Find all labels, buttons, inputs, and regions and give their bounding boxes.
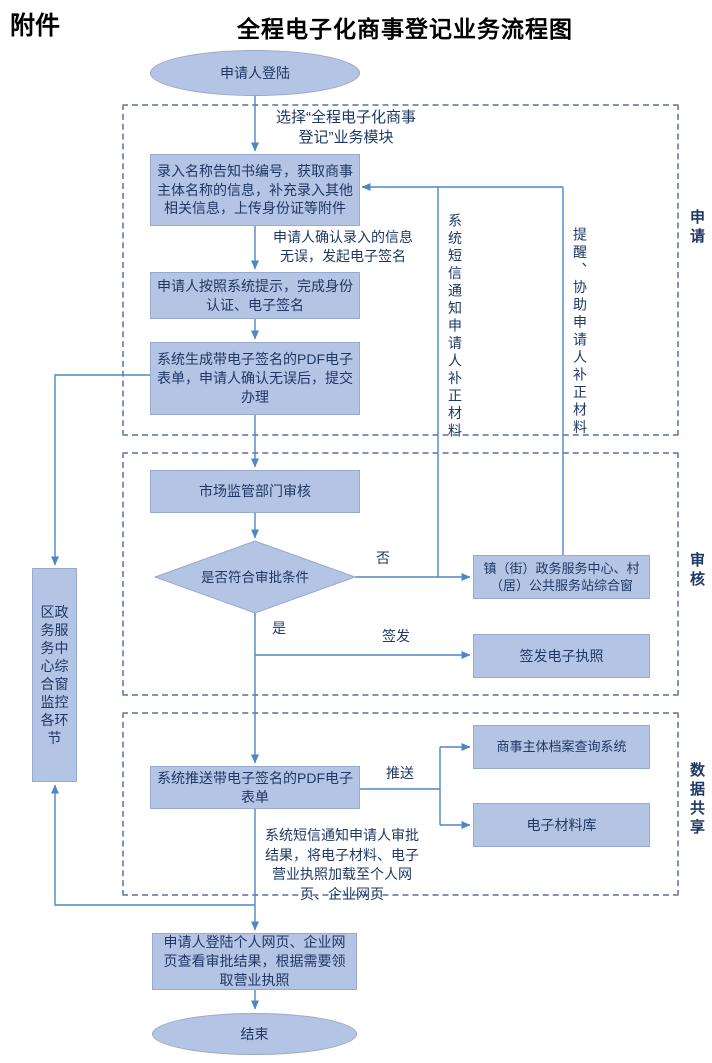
issue-branch-label: 签发 [382, 628, 410, 644]
page-title: 全程电子化商事登记业务流程图 [237, 16, 573, 42]
service-center-label: 镇（街）政务服务中心、村（居）公共服务站综合窗 [483, 560, 640, 593]
attachment-label: 附件 [10, 12, 61, 40]
start-label: 申请人登陆 [220, 64, 290, 81]
end-label: 结束 [240, 1025, 269, 1042]
phase-datashare-region [122, 712, 679, 896]
push-pdf-label: 系统推送带电子签名的PDF电子表单 [157, 769, 353, 805]
archive-system-box: 商事主体档案查询系统 [473, 725, 650, 769]
yes-branch-label: 是 [272, 620, 286, 636]
enter-info-label: 录入名称告知书编号，获取商事主体名称的信息，补充录入其他相关信息，上传身份证等附… [157, 162, 353, 217]
market-review-box: 市场监管部门审核 [150, 470, 360, 513]
view-result-label: 申请人登陆个人网页、企业网页查看审批结果，根据需要领取营业执照 [163, 934, 346, 988]
decision-diamond-label: 是否符合审批条件 [201, 570, 309, 585]
no-branch-label: 否 [376, 550, 390, 566]
confirm-info-label: 申请人确认录入的信息无误，发起电子签名 [273, 229, 413, 264]
market-review-label: 市场监管部门审核 [199, 483, 311, 500]
service-center-box: 镇（街）政务服务中心、村（居）公共服务站综合窗 [473, 555, 650, 599]
generate-pdf-box: 系统生成带电子签名的PDF电子表单，申请人确认无误后，提交办理 [150, 342, 360, 415]
generate-pdf-label: 系统生成带电子签名的PDF电子表单，申请人确认无误后，提交办理 [157, 351, 353, 405]
archive-system-label: 商事主体档案查询系统 [496, 739, 627, 755]
push-branch-label: 推送 [386, 765, 414, 781]
assist-correction-vlabel: 提醒、协助申请人补正材料 [572, 227, 588, 437]
section-datashare-label: 数据共享 [688, 762, 705, 838]
material-library-label: 电子材料库 [526, 816, 597, 833]
sms-result-label: 系统短信通知申请人审批结果，将电子材料、电子营业执照加载至个人网页、企业网页 [265, 827, 419, 902]
issue-license-box: 签发电子执照 [473, 634, 650, 678]
decision-diamond-shape [153, 540, 357, 614]
sms-correction-vlabel: 系统短信通知申请人补正材料 [447, 213, 463, 441]
section-review-label: 审核 [688, 552, 705, 590]
push-pdf-box: 系统推送带电子签名的PDF电子表单 [150, 766, 360, 809]
view-result-box: 申请人登陆个人网页、企业网页查看审批结果，根据需要领取营业执照 [152, 933, 357, 990]
phase-review-region [122, 452, 679, 696]
select-module-label: 选择“全程电子化商事登记”业务模块 [276, 109, 416, 146]
monitor-box: 区政务服务中心综合窗监控各环节 [32, 568, 77, 782]
edge-pdf-to-monitor [51, 374, 150, 566]
start-terminator: 申请人登陆 [150, 50, 360, 96]
phase-apply-region [122, 104, 679, 436]
identity-sign-label: 申请人按照系统提示，完成身份认证、电子签名 [157, 277, 353, 313]
end-terminator: 结束 [152, 1013, 357, 1055]
issue-license-label: 签发电子执照 [519, 647, 604, 664]
monitor-label: 区政务服务中心综合窗监控各环节 [40, 604, 69, 746]
material-library-box: 电子材料库 [473, 803, 650, 847]
enter-info-box: 录入名称告知书编号，获取商事主体名称的信息，补充录入其他相关信息，上传身份证等附… [150, 154, 360, 226]
section-apply-label: 申请 [688, 209, 705, 247]
identity-sign-box: 申请人按照系统提示，完成身份认证、电子签名 [150, 272, 360, 319]
edge-branch-to-monitor [51, 784, 255, 906]
